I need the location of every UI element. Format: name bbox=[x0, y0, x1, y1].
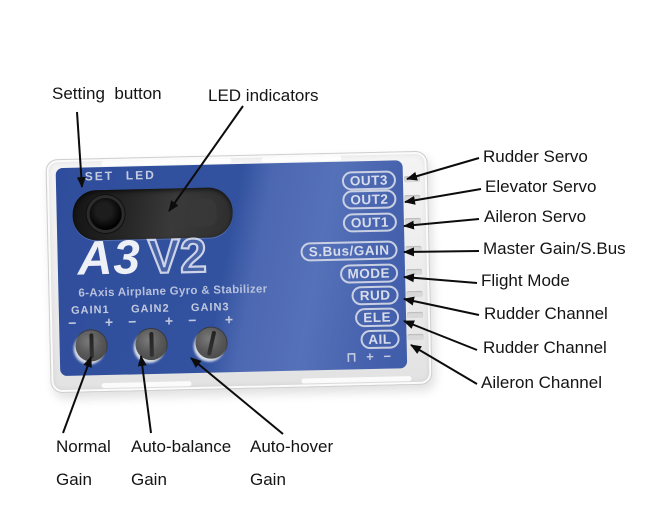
gain3-minus: − bbox=[187, 311, 197, 329]
auto-balance-line2: Gain bbox=[131, 470, 167, 489]
gain1-group: GAIN1 − + bbox=[65, 304, 117, 362]
gain3-plus: + bbox=[224, 311, 234, 328]
gain3-group: GAIN3 − + bbox=[185, 301, 237, 359]
auto-balance-line1: Auto-balance bbox=[131, 437, 232, 456]
pulse-polarity-print: ⊓ + − bbox=[346, 348, 395, 365]
set-print-label: SET bbox=[84, 168, 115, 184]
gain2-knob-slot bbox=[148, 331, 154, 358]
gain2-knob bbox=[135, 328, 167, 361]
flight-mode-label: Flight Mode bbox=[481, 271, 570, 290]
setting-pushbutton bbox=[89, 197, 123, 231]
master-gain-label: Master Gain/S.Bus bbox=[483, 239, 626, 258]
connector-pin-out1 bbox=[404, 217, 421, 225]
port-rud: RUD bbox=[351, 285, 399, 306]
gain1-knob bbox=[75, 330, 107, 362]
normal-gain-label: Normal Gain bbox=[56, 430, 111, 496]
connector-pin-out2 bbox=[404, 194, 421, 202]
connector-pin-ele bbox=[406, 311, 424, 319]
rudder-channel-label-1: Rudder Channel bbox=[484, 304, 608, 323]
port-out1: OUT1 bbox=[342, 212, 398, 233]
rudder-channel-label-2: Rudder Channel bbox=[483, 338, 607, 357]
auto-hover-line1: Auto-hover bbox=[250, 437, 334, 456]
elevator-servo-label: Elevator Servo bbox=[485, 177, 597, 196]
led-indicator-window bbox=[166, 198, 217, 228]
port-ele: ELE bbox=[355, 307, 400, 328]
connector-pin-rud bbox=[406, 290, 423, 298]
gain3-knob-slot bbox=[206, 330, 216, 356]
auto-hover-gain-label: Auto-hover Gain bbox=[250, 430, 333, 496]
gain1-minus: − bbox=[67, 314, 77, 331]
setting-button-label: Setting button bbox=[52, 84, 162, 103]
auto-balance-gain-label: Auto-balance Gain bbox=[131, 430, 231, 496]
port-sbus-gain: S.Bus/GAIN bbox=[300, 240, 398, 262]
gain3-label: GAIN3 bbox=[190, 301, 230, 315]
normal-gain-line2: Gain bbox=[56, 470, 92, 489]
model-name: A3 bbox=[77, 231, 142, 286]
gain1-plus: + bbox=[104, 313, 114, 331]
gain1-knob-slot bbox=[88, 333, 94, 359]
gain1-label: GAIN1 bbox=[70, 303, 110, 317]
case-bottom-tab bbox=[301, 376, 412, 384]
gain2-group: GAIN2 − + bbox=[125, 302, 177, 361]
connector-pin-sbus bbox=[405, 245, 422, 253]
case-bottom-tab bbox=[101, 381, 192, 389]
aileron-servo-label: Aileron Servo bbox=[484, 207, 587, 226]
port-out3: OUT3 bbox=[341, 170, 397, 191]
port-out2: OUT2 bbox=[342, 189, 397, 210]
rudder-servo-label: Rudder Servo bbox=[483, 147, 588, 166]
normal-gain-line1: Normal bbox=[56, 437, 111, 456]
port-ail: AIL bbox=[360, 329, 400, 350]
gain2-minus: − bbox=[127, 313, 137, 330]
auto-hover-line2: Gain bbox=[250, 470, 286, 489]
port-mode: MODE bbox=[339, 263, 399, 284]
connector-pin-mode bbox=[405, 268, 423, 276]
gain2-label: GAIN2 bbox=[130, 302, 170, 316]
led-indicators-label: LED indicators bbox=[208, 86, 319, 105]
gain3-knob bbox=[195, 327, 227, 359]
model-version: V2 bbox=[146, 229, 208, 286]
gain2-plus: + bbox=[164, 312, 174, 329]
led-print-label: LED bbox=[125, 167, 156, 183]
aileron-channel-label: Aileron Channel bbox=[481, 373, 602, 392]
connector-pin-ail bbox=[407, 333, 424, 341]
connector-pin-out3 bbox=[403, 175, 421, 183]
gain-pot-group: GAIN1 −+ GAIN2 −+ GAIN3 −+ bbox=[65, 301, 237, 362]
